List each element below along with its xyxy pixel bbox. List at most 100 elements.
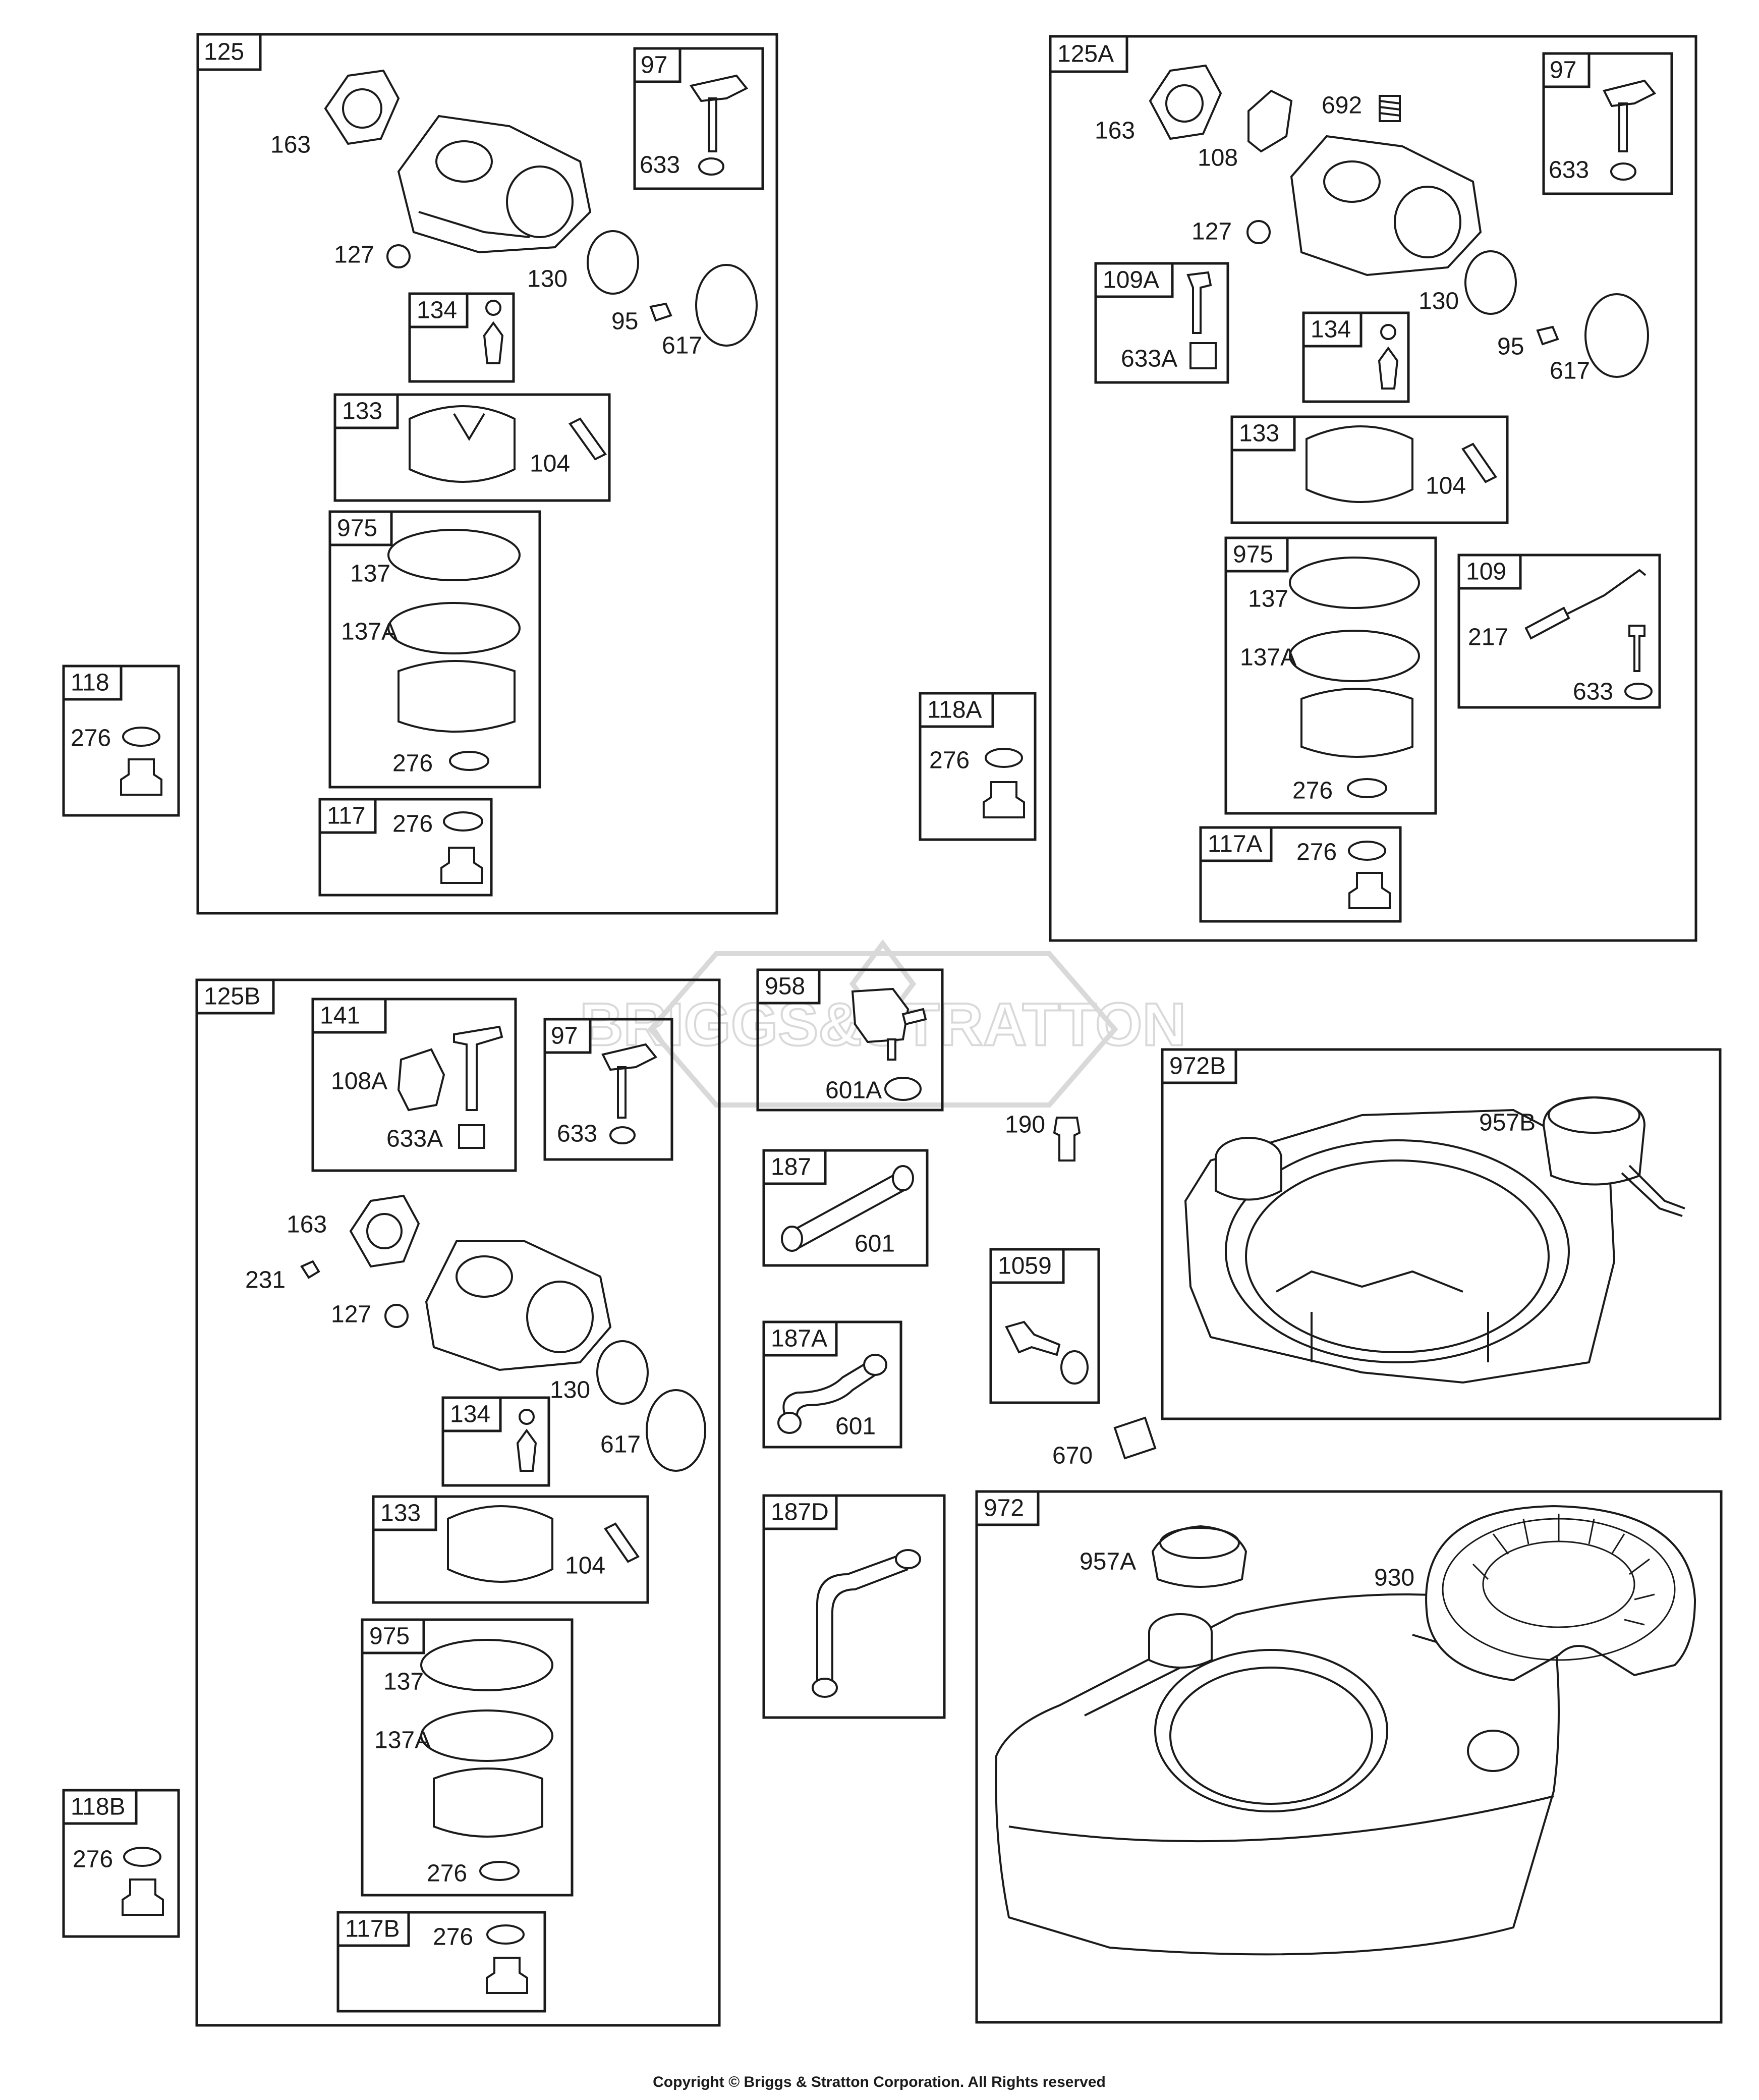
group-118a-tag — [919, 692, 994, 728]
subgroup-125b-97-number: 97 — [551, 1023, 578, 1049]
subgroup-125b-134-number: 134 — [450, 1401, 490, 1428]
needle-seat-icon — [1380, 324, 1396, 340]
subgroup-125b-133-frame — [372, 1495, 649, 1604]
choke-plate-130-icon — [596, 1340, 649, 1405]
subgroup-125a-109a-tag — [1094, 262, 1174, 298]
part-label-276: 276 — [1292, 778, 1333, 804]
subgroup-125a-97-frame — [1542, 52, 1673, 195]
washer-276-icon — [122, 727, 160, 747]
group-972-number: 972 — [984, 1495, 1024, 1522]
valve-barb-icon — [887, 1008, 927, 1061]
subgroup-125a-134-tag — [1302, 311, 1363, 348]
group-187a-tag — [762, 1320, 838, 1357]
group-118b-number: 118B — [71, 1794, 126, 1820]
group-972b-frame — [1161, 1048, 1722, 1420]
screw-95-icon — [1536, 325, 1559, 346]
plug-127-icon — [384, 1304, 409, 1328]
part-label-276: 276 — [392, 750, 433, 777]
blower-housing-930-icon — [1425, 1505, 1696, 1682]
subgroup-125a-109-frame — [1457, 554, 1661, 709]
group-125b: 125B 141 108A 633A 97 633 163 231 127 13… — [195, 978, 721, 2027]
group-1059-tag — [989, 1248, 1065, 1284]
group-125-number: 125 — [204, 39, 244, 66]
carburetor-gasket-icon — [324, 69, 400, 145]
part-label-137: 137 — [1248, 586, 1288, 613]
hose-clamp-icon — [812, 1678, 838, 1698]
filler-neck-icon — [1215, 1137, 1282, 1201]
plug-127-icon — [386, 244, 411, 268]
part-label-95: 95 — [611, 308, 638, 335]
subgroup-125-133-frame — [333, 393, 611, 502]
group-972-tag — [975, 1490, 1040, 1526]
seat-633-icon — [698, 157, 724, 176]
bolt-190-icon — [1053, 1117, 1081, 1162]
part-label-137a: 137A — [1240, 644, 1296, 671]
clamp-601-icon — [781, 1226, 803, 1252]
carburetor-body-icon — [425, 1240, 612, 1371]
group-118a-number: 118A — [927, 697, 982, 724]
group-125-frame — [196, 33, 778, 915]
part-label-137a: 137A — [341, 619, 398, 645]
gasket-137a-icon — [1289, 630, 1420, 682]
part-label-633a: 633A — [1121, 346, 1177, 372]
subgroup-125-134-tag — [408, 292, 469, 328]
subgroup-125a-133-number: 133 — [1239, 420, 1279, 447]
part-label-633: 633 — [1573, 679, 1613, 705]
group-125a-frame — [1049, 35, 1697, 942]
part-label-617: 617 — [600, 1431, 641, 1458]
seat-633-icon — [1610, 162, 1636, 181]
part-label-217: 217 — [1468, 624, 1508, 651]
loose-part-670: 670 — [1052, 1416, 1157, 1469]
group-125a-number: 125A — [1057, 41, 1114, 68]
pin-104-icon — [569, 417, 607, 461]
subgroup-125b-97-tag — [543, 1018, 592, 1054]
subgroup-125b-141-frame — [311, 998, 517, 1172]
subgroup-125a-133-tag — [1230, 415, 1296, 452]
float-needle-97-icon — [689, 74, 749, 152]
o-ring-617-icon — [646, 1389, 706, 1472]
group-972-frame — [975, 1490, 1723, 2024]
hose-clamp-icon — [895, 1549, 921, 1569]
carburetor-gasket-icon — [349, 1194, 420, 1268]
washer-276-icon — [1348, 841, 1386, 861]
subgroup-125-97-number: 97 — [641, 52, 667, 79]
bowl-screw-icon — [983, 781, 1025, 818]
subgroup-125a-97-number: 97 — [1550, 57, 1576, 84]
part-label-108: 108 — [1198, 145, 1238, 172]
plug-127-icon — [1246, 220, 1271, 244]
part-label-617: 617 — [1550, 358, 1590, 384]
float-133-icon — [1306, 425, 1413, 503]
subgroup-125a-117a-frame — [1199, 826, 1402, 923]
pin-104-icon — [1461, 443, 1497, 483]
inlet-needle-134-icon — [1378, 346, 1399, 390]
subgroup-125a-975-number: 975 — [1233, 541, 1273, 568]
part-label-276: 276 — [392, 811, 433, 838]
pin-104-icon — [604, 1522, 640, 1563]
needle-109-icon — [1628, 625, 1645, 672]
subgroup-125b-117b-number: 117B — [345, 1916, 400, 1943]
subgroup-125a-97-tag — [1542, 52, 1591, 88]
subgroup-125b-141-number: 141 — [320, 1003, 360, 1029]
group-187-frame — [762, 1149, 929, 1267]
group-972b-number: 972B — [1169, 1053, 1226, 1080]
subgroup-125-975-frame — [328, 510, 541, 789]
part-label-276: 276 — [1296, 839, 1337, 866]
part-label-633a: 633A — [386, 1126, 443, 1152]
part-label-130: 130 — [527, 266, 568, 293]
subgroup-125a-975-frame — [1224, 536, 1437, 815]
spacer-670-icon — [1113, 1416, 1157, 1460]
subgroup-125b-117b-tag — [336, 1911, 410, 1947]
seat-633a-icon — [1189, 342, 1217, 369]
subgroup-125b-141-tag — [311, 998, 387, 1034]
group-118b: 118B 276 — [62, 1789, 180, 1938]
group-187d-tag — [762, 1494, 838, 1530]
group-118-tag — [62, 665, 123, 701]
subgroup-125b-134-tag — [441, 1396, 502, 1432]
subgroup-125a-117a-tag — [1199, 826, 1273, 862]
subgroup-125-134-number: 134 — [417, 297, 457, 324]
group-958-number: 958 — [765, 973, 805, 1000]
bowl-screw-icon — [122, 1878, 164, 1916]
choke-plate-130-icon — [587, 230, 639, 295]
group-1059-number: 1059 — [998, 1253, 1052, 1280]
